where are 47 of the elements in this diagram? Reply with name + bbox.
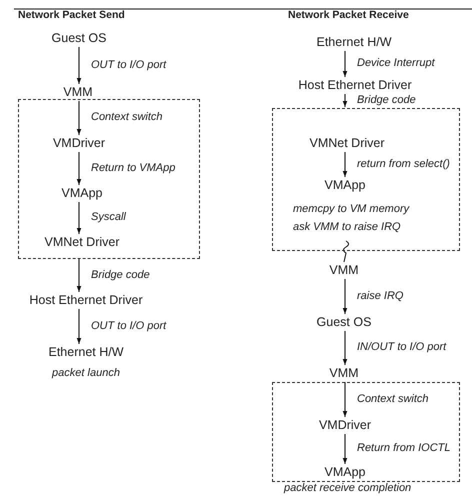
arrow — [342, 50, 348, 78]
edge-label: Bridge code — [90, 268, 151, 282]
component-label: VMDriver — [52, 136, 106, 150]
note-text: memcpy to VM memory — [292, 203, 410, 216]
arrow — [342, 94, 348, 108]
component-label: VMM — [329, 263, 359, 277]
edge-label: OUT to I/O port — [90, 320, 168, 332]
arrow — [76, 46, 82, 84]
component-label: Host Ethernet Driver — [298, 78, 412, 92]
arrow — [76, 152, 82, 186]
arrow — [342, 434, 348, 464]
component-label: Ethernet H/W — [316, 35, 392, 49]
component-label: VMNet Driver — [44, 235, 120, 249]
component-label: VMDriver — [318, 418, 372, 432]
edge-label: return from select() — [356, 158, 451, 170]
arrow — [342, 278, 348, 314]
edge-label: raise IRQ — [356, 290, 404, 302]
edge-label: Syscall — [90, 211, 127, 224]
component-label: Ethernet H/W — [48, 345, 124, 359]
arrow — [342, 330, 348, 366]
edge-label: Context switch — [356, 392, 430, 406]
component-label: Guest OS — [52, 31, 106, 45]
note-text: packet receive completion — [283, 482, 412, 495]
arrow — [76, 100, 82, 136]
edge-label: OUT to I/O port — [90, 58, 168, 72]
arrow — [76, 202, 82, 234]
arrow — [76, 258, 82, 292]
note-text: packet launch — [51, 367, 121, 380]
component-label: VMApp — [324, 465, 366, 479]
column-heading: Network Packet Send — [18, 9, 125, 21]
component-label: VMM — [329, 366, 359, 380]
component-label: VMNet Driver — [310, 136, 384, 150]
edge-label: IN/OUT to I/O port — [356, 341, 448, 354]
edge-label: Bridge code — [356, 94, 417, 106]
edge-label: Return to VMApp — [90, 162, 176, 174]
component-label: Host Ethernet Driver — [29, 293, 143, 307]
edge-label: Device Interrupt — [356, 57, 436, 70]
component-label: VMApp — [324, 178, 366, 192]
wavy-connector — [343, 240, 349, 262]
note-text: ask VMM to raise IRQ — [292, 221, 402, 234]
column-heading: Network Packet Receive — [288, 9, 409, 21]
component-label: VMM — [63, 85, 93, 99]
component-label: VMApp — [62, 186, 102, 200]
arrow — [76, 308, 82, 344]
component-label: Guest OS — [316, 315, 372, 329]
arrow — [342, 382, 348, 418]
arrow — [342, 152, 348, 178]
